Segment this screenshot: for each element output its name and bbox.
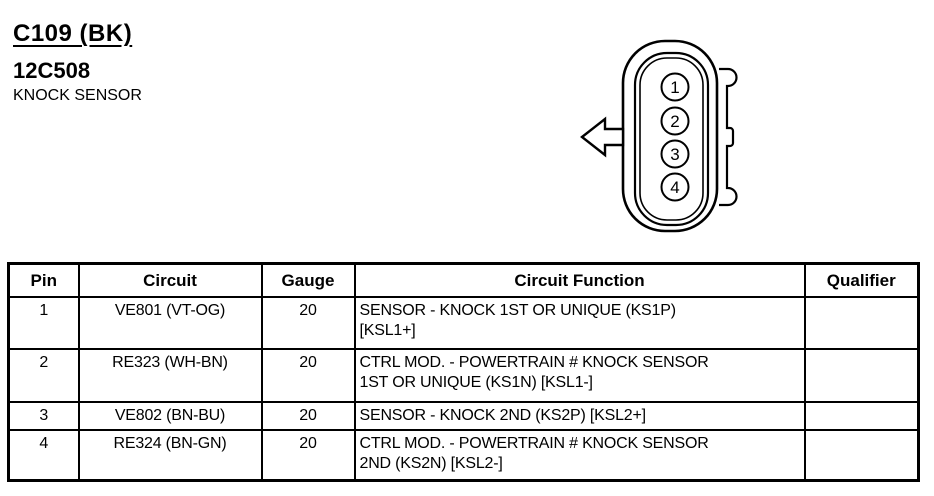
col-header-circuit-function: Circuit Function xyxy=(353,262,806,298)
col-header-qualifier: Qualifier xyxy=(803,262,920,298)
connector-pin-1: 1 xyxy=(660,72,690,102)
circuit-function-cell: SENSOR - KNOCK 1ST OR UNIQUE (KS1P) [KSL… xyxy=(353,296,806,350)
connector-id-title: C109 (BK) xyxy=(13,20,133,47)
qualifier-cell xyxy=(803,296,920,350)
gauge-cell: 20 xyxy=(260,296,356,350)
table-row: 4 RE324 (BN-GN) 20 CTRL MOD. - POWERTRAI… xyxy=(7,429,920,481)
part-number: 12C508 xyxy=(13,58,91,83)
qualifier-cell xyxy=(803,348,920,403)
function-line: [KSL1+] xyxy=(359,322,416,339)
function-line: SENSOR - KNOCK 2ND (KS2P) [KSL2+] xyxy=(359,407,647,424)
pin-2-label: 2 xyxy=(670,112,679,131)
pinout-table: Pin Circuit Gauge Circuit Function Quali… xyxy=(7,262,920,482)
pinout-section: Pin Circuit Gauge Circuit Function Quali… xyxy=(7,262,920,482)
pin-cell: 4 xyxy=(7,429,80,481)
circuit-cell: VE802 (BN-BU) xyxy=(77,401,263,431)
pin-3-label: 3 xyxy=(670,145,679,164)
col-header-gauge: Gauge xyxy=(260,262,356,298)
function-line: SENSOR - KNOCK 1ST OR UNIQUE (KS1P) xyxy=(359,302,677,319)
circuit-function-cell: SENSOR - KNOCK 2ND (KS2P) [KSL2+] xyxy=(353,401,806,431)
table-row: 1 VE801 (VT-OG) 20 SENSOR - KNOCK 1ST OR… xyxy=(7,296,920,350)
function-line: CTRL MOD. - POWERTRAIN # KNOCK SENSOR xyxy=(359,435,709,452)
table-header-row: Pin Circuit Gauge Circuit Function Quali… xyxy=(7,262,920,298)
qualifier-cell xyxy=(803,429,920,481)
connector-pin-3: 3 xyxy=(660,139,690,169)
left-arrow-icon xyxy=(580,116,625,158)
circuit-cell: RE323 (WH-BN) xyxy=(77,348,263,403)
doc-header: C109 (BK) 12C508 KNOCK SENSOR xyxy=(13,20,142,105)
part-description: KNOCK SENSOR xyxy=(13,87,142,104)
function-line: 2ND (KS2N) [KSL2-] xyxy=(359,455,503,472)
table-row: 3 VE802 (BN-BU) 20 SENSOR - KNOCK 2ND (K… xyxy=(7,401,920,431)
gauge-cell: 20 xyxy=(260,401,356,431)
pin-1-label: 1 xyxy=(670,78,679,97)
table-row: 2 RE323 (WH-BN) 20 CTRL MOD. - POWERTRAI… xyxy=(7,348,920,403)
connector-diagram: 1 2 3 4 xyxy=(575,36,745,238)
connector-pin-2: 2 xyxy=(660,106,690,136)
circuit-cell: RE324 (BN-GN) xyxy=(77,429,263,481)
circuit-cell: VE801 (VT-OG) xyxy=(77,296,263,350)
gauge-cell: 20 xyxy=(260,429,356,481)
col-header-pin: Pin xyxy=(7,262,80,298)
pin-cell: 3 xyxy=(7,401,80,431)
gauge-cell: 20 xyxy=(260,348,356,403)
connector-pin-4: 4 xyxy=(660,172,690,202)
connector-latch-tabs xyxy=(719,67,738,207)
pin-cell: 1 xyxy=(7,296,80,350)
pin-cell: 2 xyxy=(7,348,80,403)
function-line: CTRL MOD. - POWERTRAIN # KNOCK SENSOR xyxy=(359,354,709,371)
pin-4-label: 4 xyxy=(670,178,679,197)
col-header-circuit: Circuit xyxy=(77,262,263,298)
function-line: 1ST OR UNIQUE (KS1N) [KSL1-] xyxy=(359,374,593,391)
qualifier-cell xyxy=(803,401,920,431)
circuit-function-cell: CTRL MOD. - POWERTRAIN # KNOCK SENSOR 2N… xyxy=(353,429,806,481)
circuit-function-cell: CTRL MOD. - POWERTRAIN # KNOCK SENSOR 1S… xyxy=(353,348,806,403)
